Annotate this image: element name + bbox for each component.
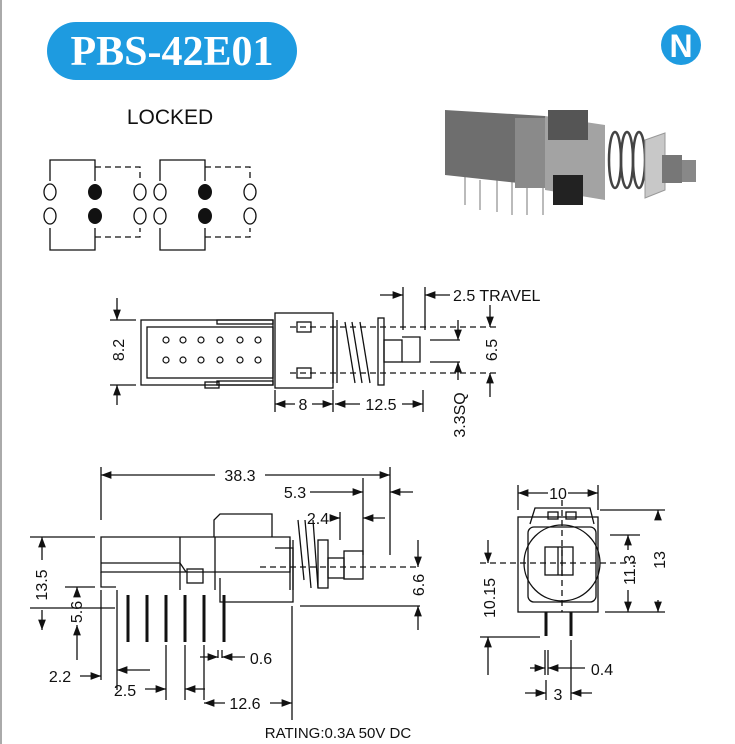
dim-overall-length: 38.3 <box>224 468 255 485</box>
dim-plunger-axis: 6.6 <box>411 574 428 596</box>
model-title: PBS-42E01 <box>70 29 273 75</box>
model-title-badge: PBS-42E01 <box>47 22 297 80</box>
dim-height: 13.5 <box>34 569 51 600</box>
dim-plunger-height: 6.5 <box>484 339 501 361</box>
dim-plunger-square: 3.3SQ <box>452 392 469 437</box>
dim-shaft-length: 12.5 <box>365 397 396 414</box>
side-view-drawing: 38.3 5.3 2.4 13.5 5.6 6.6 2.2 2.5 0.6 12… <box>30 467 428 720</box>
dim-width: 10 <box>549 486 567 503</box>
dim-pin-width: 0.6 <box>250 651 272 668</box>
dim-pin-span: 12.6 <box>229 696 260 713</box>
dim-axis-height: 10.15 <box>482 578 499 618</box>
dim-pin-pitch: 2.5 <box>114 683 136 700</box>
dim-travel: 2.5 TRAVEL <box>453 288 541 305</box>
switch-schematic <box>43 159 257 251</box>
dim-overall-height: 13 <box>652 551 669 569</box>
product-photo <box>445 110 696 215</box>
dim-step: 2.4 <box>307 511 329 528</box>
dim-pin-spacing: 3 <box>554 687 563 704</box>
top-view-drawing: 8.2 2.5 TRAVEL 6.5 3.3SQ 8 12.5 <box>110 287 541 438</box>
front-view-drawing: 10 11.3 13 10.15 0.4 3 <box>480 485 669 704</box>
dim-inner-height: 11.3 <box>622 555 639 585</box>
dim-housing-length: 8 <box>299 397 308 414</box>
schematic-label: LOCKED <box>127 106 213 129</box>
page-border <box>0 0 2 744</box>
dim-pin-thickness: 0.4 <box>591 662 613 679</box>
dim-plunger-length: 5.3 <box>284 485 306 502</box>
dim-height: 8.2 <box>111 339 128 361</box>
brand-logo: N <box>661 25 701 65</box>
rating-text: RATING:0.3A 50V DC <box>265 725 412 742</box>
dim-pin-offset: 2.2 <box>49 669 71 686</box>
logo-letter: N <box>669 28 692 64</box>
dim-base-height: 5.6 <box>69 601 86 623</box>
